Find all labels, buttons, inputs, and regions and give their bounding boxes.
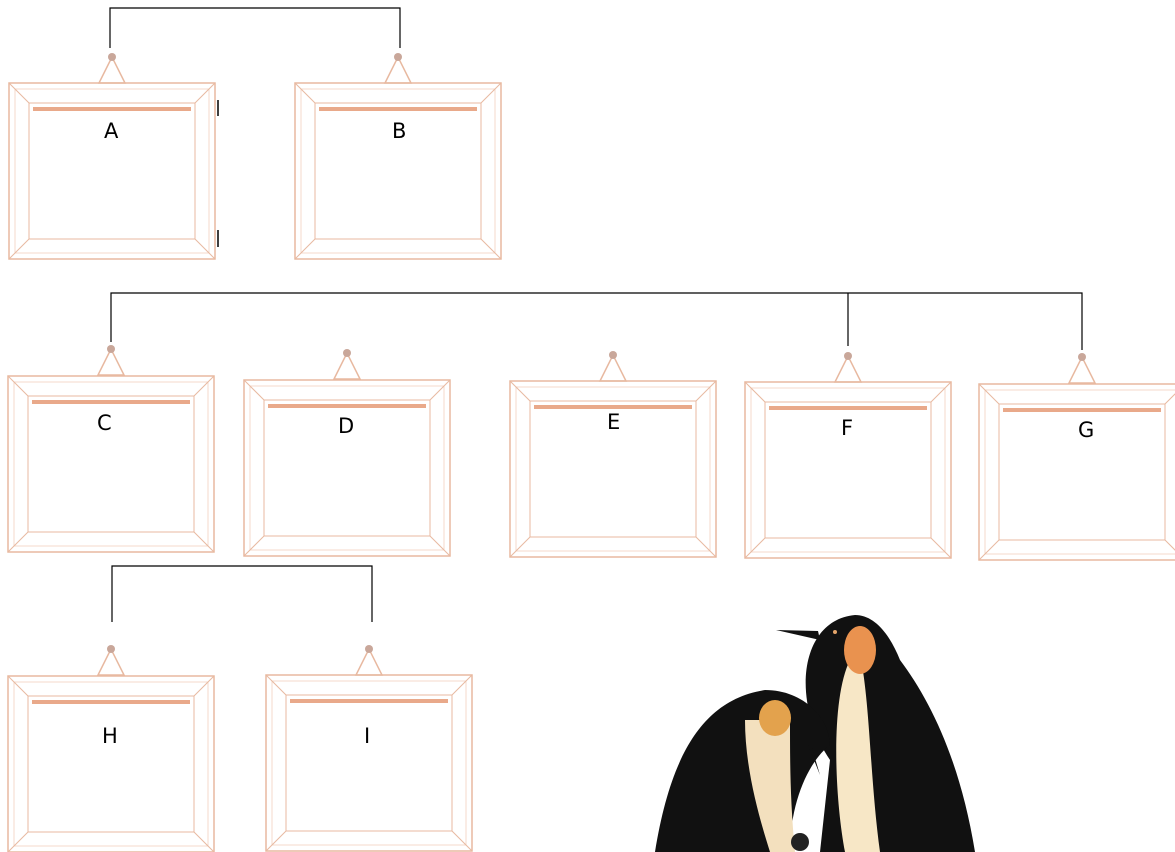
connector-h-i <box>112 566 372 622</box>
frame-g-label: G <box>1078 418 1094 442</box>
frame-c <box>8 376 214 552</box>
frame-e-label: E <box>607 410 620 434</box>
frame-e-hook <box>600 351 626 381</box>
connector-a-b <box>110 8 400 48</box>
connector-c-f-g <box>111 293 1082 350</box>
frame-h-label: H <box>102 724 118 748</box>
frame-c-label: C <box>97 411 112 435</box>
frame-b-hook <box>385 53 411 83</box>
frame-h-hook <box>98 645 124 675</box>
frame-b <box>295 83 501 259</box>
frame-c-hook <box>98 345 124 375</box>
frame-f-hook <box>835 352 861 382</box>
frame-e <box>510 381 716 557</box>
frame-f-label: F <box>841 416 853 440</box>
frame-i-hook <box>356 645 382 675</box>
frame-b-label: B <box>392 119 406 143</box>
frame-f <box>745 382 951 558</box>
frame-i <box>266 675 472 851</box>
frame-a-label: A <box>104 119 118 143</box>
penguin-family-icon <box>655 615 975 852</box>
frame-g <box>979 384 1175 560</box>
frame-d-label: D <box>338 414 354 438</box>
frame-a-hook <box>99 53 125 83</box>
frame-i-label: I <box>364 724 370 748</box>
frame-a <box>9 83 215 259</box>
frame-h <box>8 676 214 852</box>
frame-d-hook <box>334 349 360 379</box>
frame-d <box>244 380 450 556</box>
frame-g-hook <box>1069 353 1095 383</box>
